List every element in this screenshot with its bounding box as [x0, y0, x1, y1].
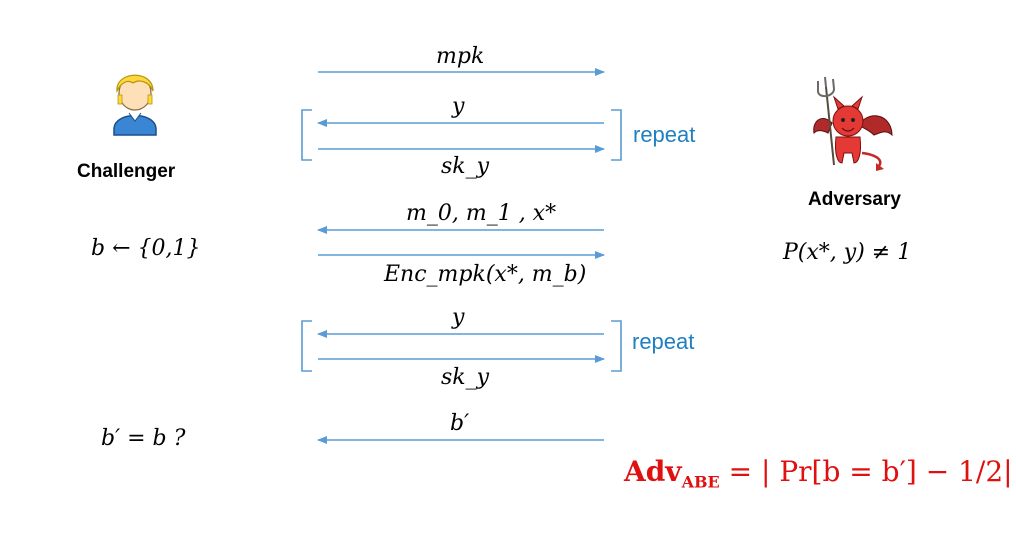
msg-challenge: m_0, m_1 , x* — [406, 201, 557, 226]
advantage-formula: AdvABE = | Pr[b = b′] − 1/2| — [624, 455, 1013, 492]
advantage-subscript: ABE — [681, 472, 720, 492]
repeat-label-2: repeat — [632, 329, 695, 354]
sample-bit-text: b ← {0,1} — [91, 236, 201, 261]
challenger-guess-check: b′ = b ? — [101, 426, 185, 451]
repeat-label-1: repeat — [633, 122, 696, 147]
msg-y-2: y — [452, 305, 465, 330]
adversary-label: Adversary — [808, 189, 901, 210]
person-icon — [113, 74, 157, 136]
adversary-constraint: P(x*, y) ≠ 1 — [783, 240, 911, 265]
devil-icon — [813, 76, 893, 171]
msg-guess: b′ — [450, 411, 470, 436]
guess-check-text: b′ = b ? — [101, 426, 186, 451]
challenger-label: Challenger — [77, 161, 176, 182]
msg-y-1: y — [452, 94, 465, 119]
advantage-rhs: = | Pr[b = b′] − 1/2| — [728, 455, 1013, 488]
msg-sky-1: sk_y — [441, 154, 490, 179]
bracket-left-1 — [301, 109, 312, 161]
bracket-right-1 — [611, 109, 622, 161]
msg-mpk: mpk — [436, 44, 485, 69]
bracket-right-2 — [611, 320, 622, 372]
msg-ciphertext: Enc_mpk(x*, m_b) — [384, 262, 587, 287]
constraint-text: P(x*, y) ≠ 1 — [783, 240, 912, 265]
challenger-sample-bit: b ← {0,1} — [91, 236, 200, 261]
bracket-left-2 — [301, 320, 312, 372]
msg-sky-2: sk_y — [441, 365, 490, 390]
advantage-lhs: Adv — [624, 455, 682, 488]
